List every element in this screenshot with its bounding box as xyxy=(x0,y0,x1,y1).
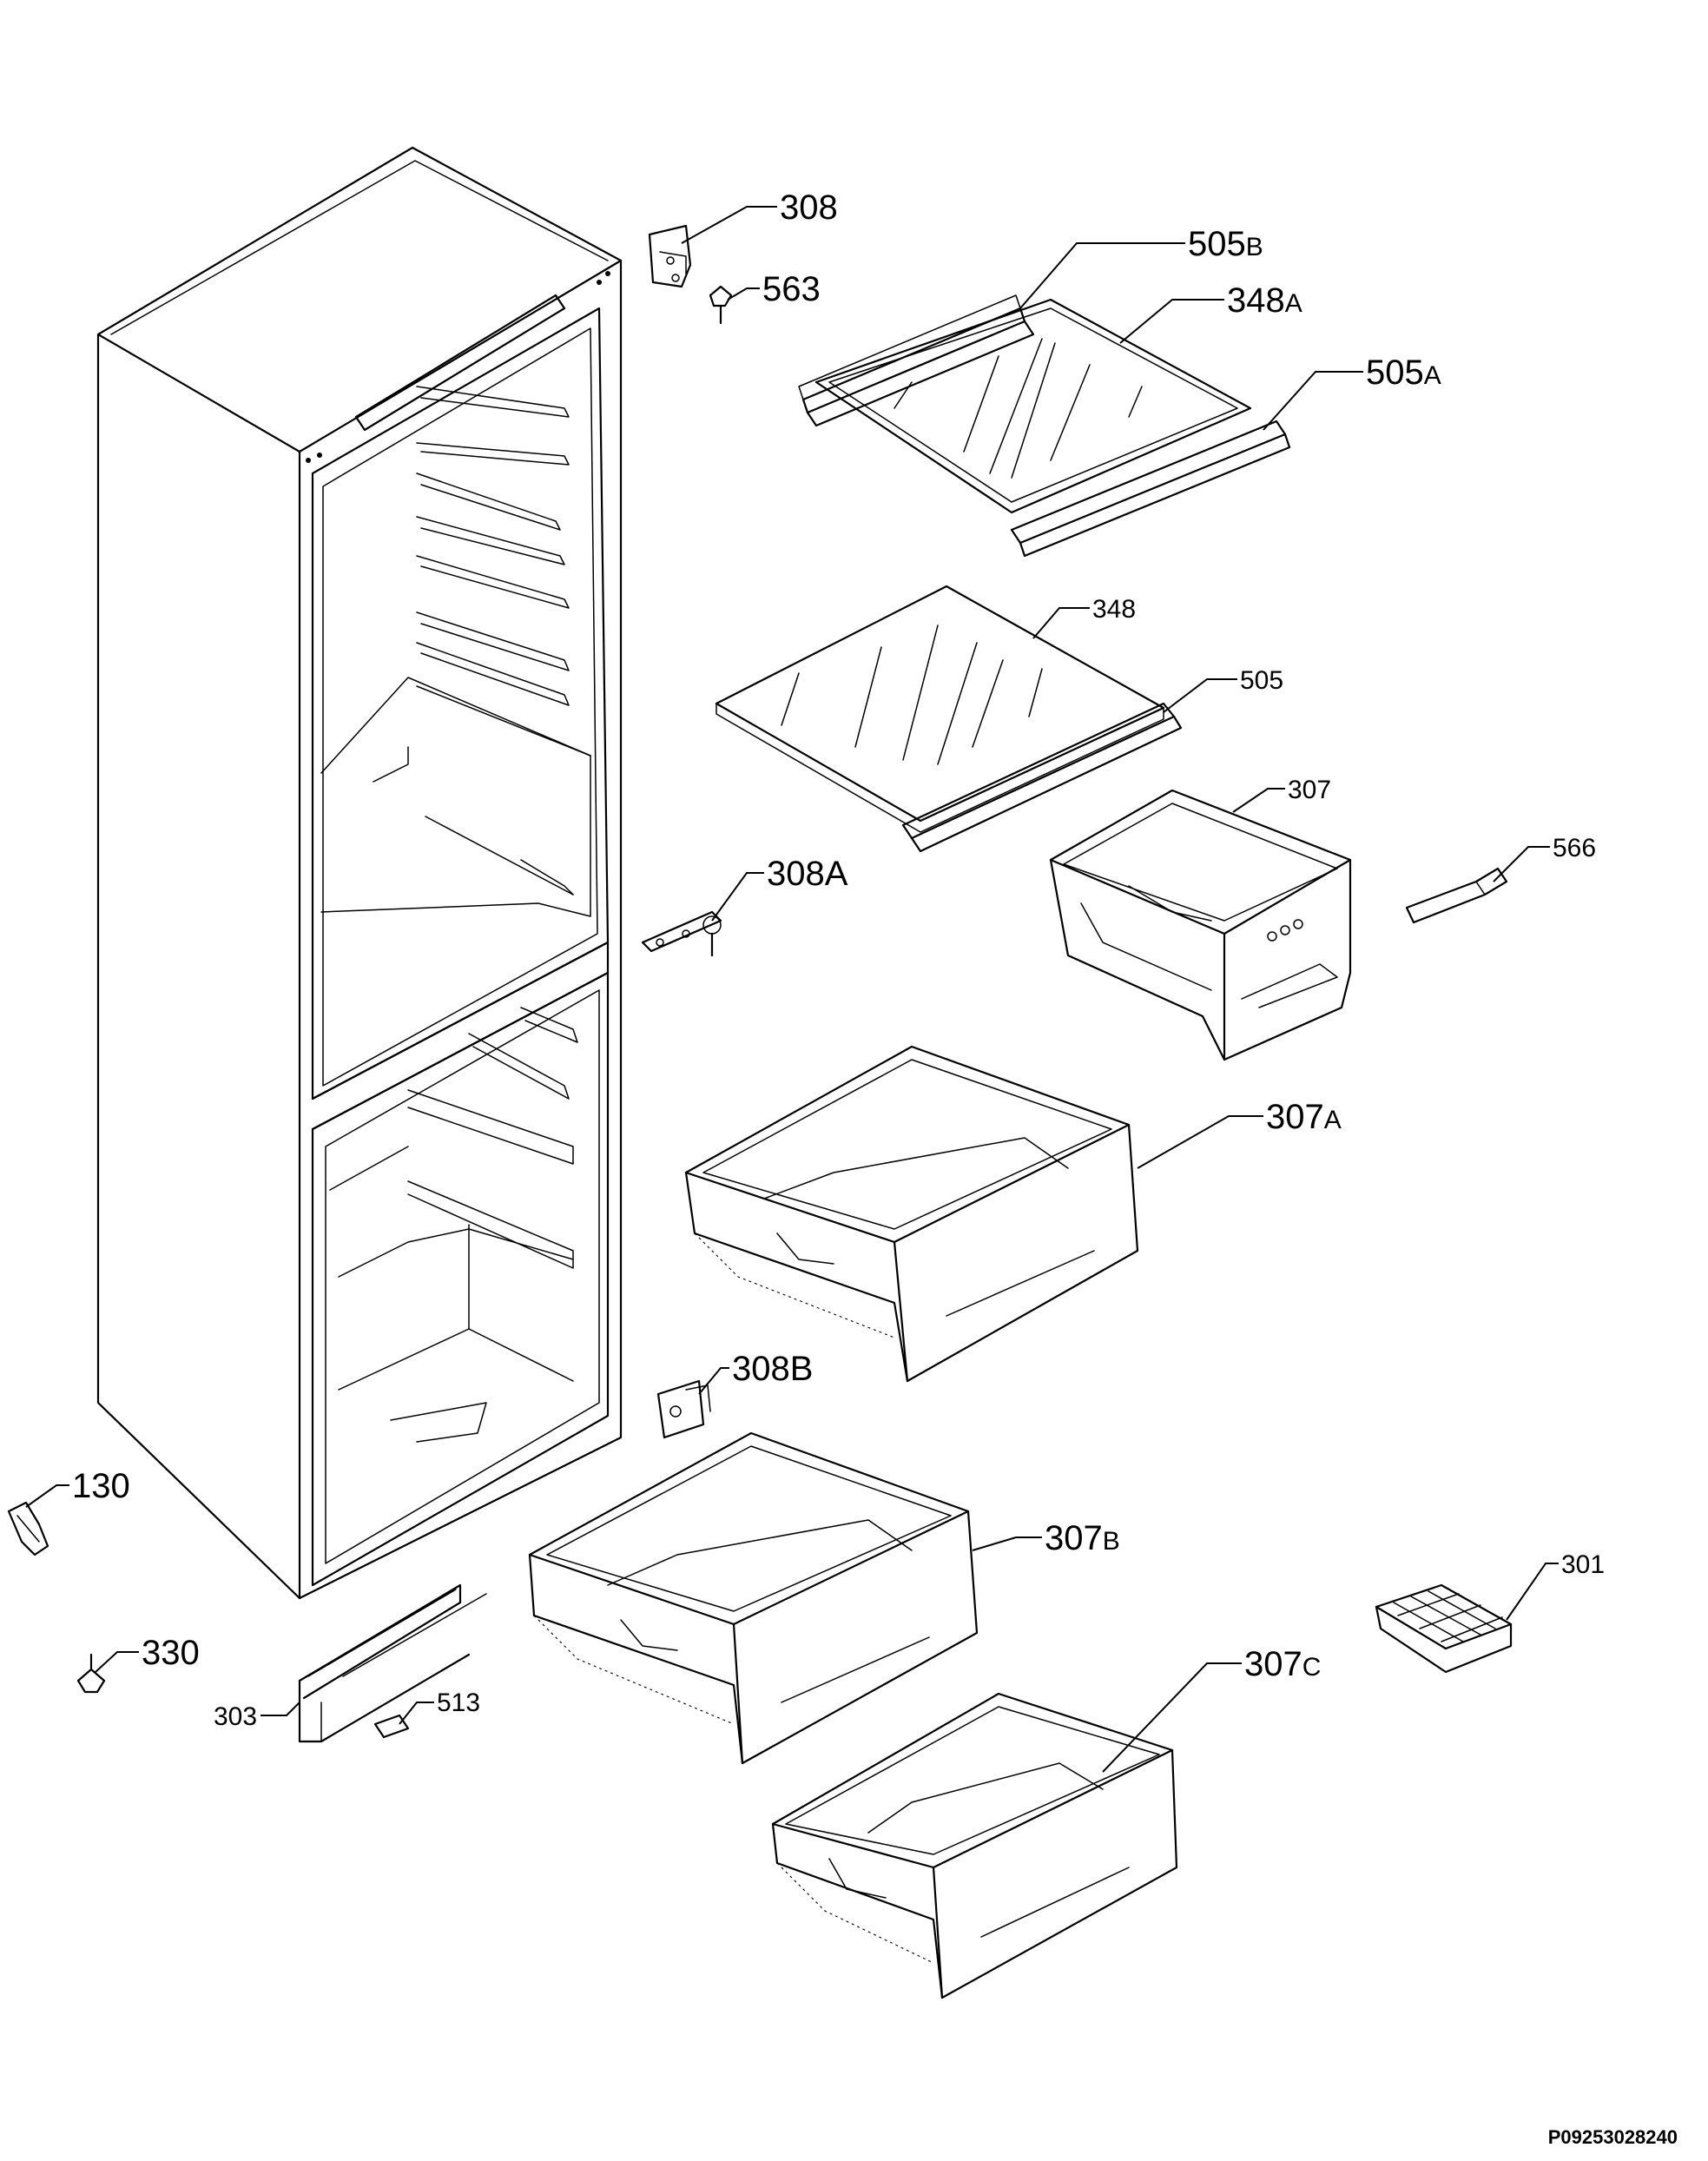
label-566: 566 xyxy=(1553,834,1596,862)
leader-lines xyxy=(25,206,1559,1773)
label-513: 513 xyxy=(437,1688,480,1717)
screw-330 xyxy=(76,1653,106,1694)
label-301: 301 xyxy=(1561,1550,1605,1579)
label-505: 505 xyxy=(1240,666,1283,695)
glass-shelf-348 xyxy=(715,585,1165,833)
drawer-307a xyxy=(684,1045,1139,1383)
label-505a: 505A xyxy=(1366,354,1441,392)
label-563: 563 xyxy=(762,270,821,308)
label-348a: 348A xyxy=(1227,281,1302,320)
label-348: 348 xyxy=(1092,595,1136,624)
glass-shelf-348a xyxy=(814,298,1252,514)
drawer-307b xyxy=(528,1431,979,1765)
label-505b: 505B xyxy=(1188,225,1263,263)
shelf-trim-505a xyxy=(1010,420,1291,558)
shelf-trim-505 xyxy=(901,702,1183,853)
crisper-307 xyxy=(1049,789,1352,1061)
hinge-308a xyxy=(641,910,722,957)
part-130 xyxy=(7,1501,49,1556)
label-330: 330 xyxy=(142,1634,200,1672)
label-307b: 307B xyxy=(1045,1519,1120,1557)
part-566 xyxy=(1405,867,1508,924)
label-130: 130 xyxy=(72,1467,130,1505)
label-303: 303 xyxy=(214,1702,257,1731)
cabinet xyxy=(96,146,623,1600)
plinth-303 xyxy=(298,1583,487,1743)
hinge-308 xyxy=(648,224,692,288)
clip-513 xyxy=(373,1714,410,1739)
screw-563 xyxy=(709,285,733,325)
label-308b: 308B xyxy=(732,1350,813,1388)
label-308a: 308A xyxy=(767,855,848,893)
label-308: 308 xyxy=(780,188,838,227)
drawer-307c xyxy=(771,1692,1178,1999)
label-307c: 307C xyxy=(1244,1645,1321,1683)
label-307a: 307A xyxy=(1266,1098,1342,1136)
hinge-308b xyxy=(656,1379,711,1439)
shelf-trim-505b xyxy=(798,294,1035,427)
part-labels: 308 563 505B 348A 505A 348 505 307 566 3… xyxy=(72,188,1605,1731)
drawing-code: P09253028240 xyxy=(1548,2126,1678,2148)
label-307: 307 xyxy=(1288,776,1331,804)
ice-tray-301 xyxy=(1375,1583,1513,1674)
